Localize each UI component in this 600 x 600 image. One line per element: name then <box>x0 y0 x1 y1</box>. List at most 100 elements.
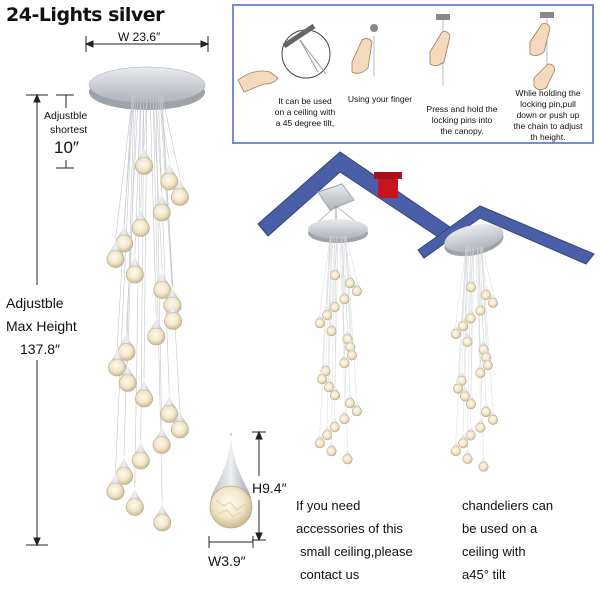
pendant-light <box>326 320 337 337</box>
max-height-label: Adjustble Max Height 137.8″ <box>6 292 77 361</box>
tilt-note: chandeliers can be used on a ceiling wit… <box>462 494 553 586</box>
pendant-light <box>466 393 476 410</box>
tilt-note-line1: chandeliers can <box>462 498 554 513</box>
pendant-light <box>480 401 491 418</box>
tilted-canopy-icon <box>281 23 331 79</box>
pendant-width-dimension <box>208 536 254 548</box>
pendant-light <box>466 276 476 293</box>
pendant-light <box>450 440 461 457</box>
pendant-light <box>118 363 137 393</box>
shortest-label-line2: shortest <box>50 124 88 136</box>
pendant-light <box>160 394 179 424</box>
press-pin-icon <box>429 14 451 86</box>
max-height-line1: Adjustble <box>6 295 64 311</box>
pendant-detail <box>209 433 253 529</box>
pendant-light <box>330 384 340 401</box>
step4-line5: th height. <box>530 132 566 142</box>
pendant-light <box>131 208 150 238</box>
width-label: W 23.6″ <box>118 30 161 44</box>
pendant-light <box>153 502 172 532</box>
pendant-light <box>330 264 340 281</box>
pendant-light <box>344 392 355 409</box>
pendant-light <box>339 352 350 369</box>
pendant-light <box>462 330 473 347</box>
step1-line1: It can be used <box>278 96 332 106</box>
pendant-light <box>346 344 357 361</box>
accessories-note-line2: accessories of this <box>296 521 403 536</box>
accessories-note: If you need accessories of this small ce… <box>296 494 413 586</box>
roof-scene-left <box>257 151 473 465</box>
pendant-light <box>152 192 171 222</box>
instruction-illustrations <box>237 12 555 93</box>
pendant-light <box>163 301 182 331</box>
step3-caption: Press and hold the locking pins into the… <box>414 104 510 137</box>
step1-line2: on a ceiling with <box>274 107 336 117</box>
pendant-width-label: W3.9″ <box>208 553 246 569</box>
shortest-value: 10″ <box>54 138 79 157</box>
shortest-dimension-line <box>56 94 74 169</box>
pendant-light <box>450 323 461 340</box>
pendant-light <box>106 471 125 501</box>
pull-chain-icon <box>529 12 555 90</box>
pendant-light <box>462 447 473 464</box>
finger-icon <box>351 24 378 76</box>
pendant-light <box>487 291 498 308</box>
max-height-line2: Max Height <box>6 318 77 334</box>
max-height-dimension-line <box>26 93 48 547</box>
pendant-light <box>453 377 464 394</box>
step4-line4: the chain to adjust <box>513 121 583 131</box>
pendant-light <box>135 146 153 176</box>
pendant-light <box>478 455 489 472</box>
pendant-light <box>480 284 491 301</box>
width-dimension-line <box>84 36 210 52</box>
instruction-panel: It can be used on a ceiling with a 45 de… <box>232 4 594 144</box>
pendant-light <box>339 408 350 425</box>
pendant-light <box>329 296 340 313</box>
roof-scene-right <box>417 205 595 472</box>
tilt-note-line2: be used on a <box>462 521 538 536</box>
pendant-light <box>125 487 144 517</box>
accessories-note-line1: If you need <box>296 498 361 513</box>
pendant-light <box>475 299 486 316</box>
tilt-note-line3: ceiling with <box>462 544 526 559</box>
pendant-height-dimension <box>252 430 266 542</box>
pendant-light <box>108 347 127 377</box>
accessories-note-line4: contact us <box>300 567 360 582</box>
shortest-label-line1: Adjustble <box>44 110 88 122</box>
pendant-light <box>351 400 362 417</box>
tilt-note-line4: a45° tilt <box>462 567 506 582</box>
pendant-light <box>344 272 355 289</box>
pendant-light <box>475 416 486 433</box>
step4-line3: down or push up <box>516 110 580 120</box>
pendant-light <box>160 161 179 191</box>
shortest-label: Adjustble shortest <box>44 109 87 137</box>
pendant-light <box>135 378 153 408</box>
pendant-light <box>475 362 486 379</box>
pendant-light <box>317 368 328 385</box>
pendant-light <box>322 304 333 321</box>
pendant-light <box>482 354 493 371</box>
step3-line2: locking pins into <box>431 115 493 125</box>
main-chandelier <box>88 66 206 532</box>
pendant-light <box>342 448 353 465</box>
pendant-light <box>326 440 337 457</box>
pendant-light <box>465 424 476 441</box>
step2-caption: Using your finger <box>347 94 413 104</box>
step4-caption: Whlie holding the locking pin,pull down … <box>502 88 594 143</box>
pendant-light <box>351 280 362 297</box>
pendant-light <box>314 312 325 329</box>
pendant-light <box>329 416 340 433</box>
pendant-light <box>153 270 172 300</box>
pendant-light <box>458 432 469 449</box>
pendant-light <box>170 409 189 439</box>
pendant-light <box>115 223 134 253</box>
max-height-value: 137.8″ <box>20 341 60 357</box>
step4-line2: locking pin,pull <box>520 99 576 109</box>
pendant-light <box>115 456 134 486</box>
pendant-light <box>147 316 166 346</box>
pendant-light <box>131 440 150 470</box>
pendant-light <box>314 432 325 449</box>
product-title: 24-Lights silver <box>6 4 165 26</box>
step1-caption: It can be used on a ceiling with a 45 de… <box>260 96 350 129</box>
pendant-light <box>465 307 476 324</box>
